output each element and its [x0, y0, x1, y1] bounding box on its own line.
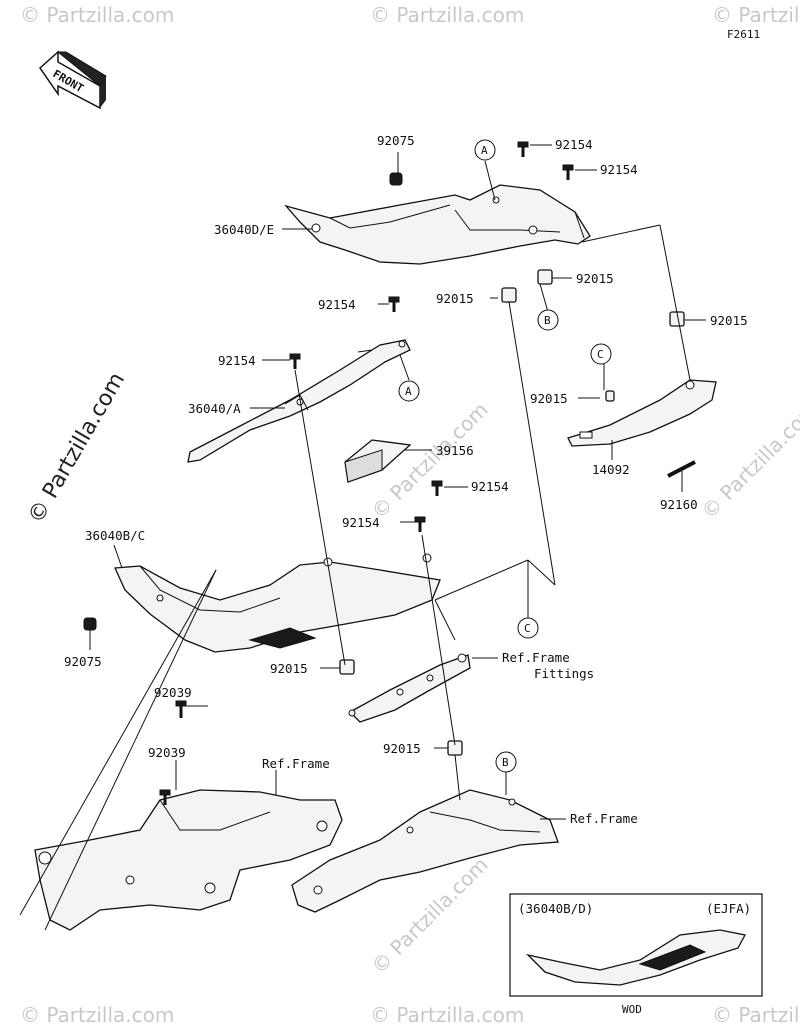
inset-caption: WOD [622, 1003, 642, 1016]
part-label: 92154 [555, 137, 593, 152]
part-label: 36040D/E [214, 222, 274, 237]
part-label: 92039 [148, 745, 186, 760]
leader-lines [19, 144, 706, 931]
part-label: 92039 [154, 685, 192, 700]
part-label: 92015 [383, 741, 421, 756]
callout-c-right: C [590, 343, 612, 365]
part-label: 92015 [270, 661, 308, 676]
variant-inset: (36040B/D) (EJFA) WOD [509, 893, 763, 1016]
screw-icon [388, 296, 400, 312]
part-label: 92154 [600, 162, 638, 177]
watermark: © Partzilla.com [370, 3, 524, 27]
part-label: Ref.Frame [502, 650, 570, 665]
part-label: Fittings [534, 666, 594, 681]
part-label: 36040B/C [85, 528, 145, 543]
callout-c-mid: C [517, 617, 539, 639]
part-label: 92015 [576, 271, 614, 286]
inset-part: (36040B/D) [518, 901, 593, 916]
collar-icon [339, 659, 355, 675]
screw-icon [562, 164, 574, 180]
bolt-92160-icon [667, 460, 696, 478]
part-label: 36040/A [188, 401, 241, 416]
watermark: © Partzilla.com [20, 3, 174, 27]
callout-letter: C [597, 348, 604, 361]
part-label: 92154 [318, 297, 356, 312]
screw-icon [431, 480, 443, 496]
part-label: 92160 [660, 497, 698, 512]
part-label: 92154 [342, 515, 380, 530]
part-label: 92075 [64, 654, 102, 669]
bracket-36040a [187, 339, 411, 463]
collar-icon [537, 269, 553, 285]
front-arrow-icon: FRONT [39, 50, 107, 110]
screw-icon [289, 353, 301, 369]
part-label: 92015 [436, 291, 474, 306]
watermark: © Partzilla.com [20, 1003, 174, 1027]
watermark: © Partzilla.com [712, 3, 800, 27]
callout-b-bottom: B [495, 751, 517, 773]
callout-letter: A [405, 385, 412, 398]
part-label: 92154 [218, 353, 256, 368]
part-label: 92015 [530, 391, 568, 406]
part-label: 39156 [436, 443, 474, 458]
frame-left [34, 789, 343, 931]
watermark-main: © Partzilla.com [24, 368, 131, 528]
frame-right [291, 789, 559, 913]
callout-letter: B [502, 756, 509, 769]
fitting-bracket [348, 653, 471, 723]
screw-icon [517, 141, 529, 157]
bracket-14092 [567, 379, 717, 447]
part-label: 92015 [710, 313, 748, 328]
screw-icon [175, 700, 187, 718]
part-label: 14092 [592, 462, 630, 477]
part-label: 92154 [471, 479, 509, 494]
screw-icon [414, 516, 426, 532]
watermark: © Partzilla.com [697, 397, 800, 523]
pad-39156 [344, 439, 412, 483]
side-cover-variant [525, 929, 746, 986]
screw-icon [159, 789, 171, 805]
hardware [159, 141, 685, 805]
part-label: 92075 [377, 133, 415, 148]
callout-letter: B [544, 314, 551, 327]
callout-a-top: A [474, 139, 496, 161]
callout-b-top: B [537, 309, 559, 331]
side-cover-36040bc [114, 553, 441, 653]
callout-a-mid: A [398, 380, 420, 402]
watermark: © Partzilla.com [712, 1003, 800, 1027]
grommet-icon [389, 172, 403, 186]
callout-letter: C [524, 622, 531, 635]
part-label: Ref.Frame [262, 756, 330, 771]
part-labels: 92075 36040D/E 92154 92154 92015 92015 9… [64, 133, 748, 826]
inset-region: (EJFA) [706, 901, 751, 916]
collar-icon [501, 287, 517, 303]
tail-cover-upper [284, 184, 591, 265]
watermark: © Partzilla.com [370, 1003, 524, 1027]
part-label: Ref.Frame [570, 811, 638, 826]
callout-letter: A [481, 144, 488, 157]
figure-code: F2611 [727, 28, 760, 41]
